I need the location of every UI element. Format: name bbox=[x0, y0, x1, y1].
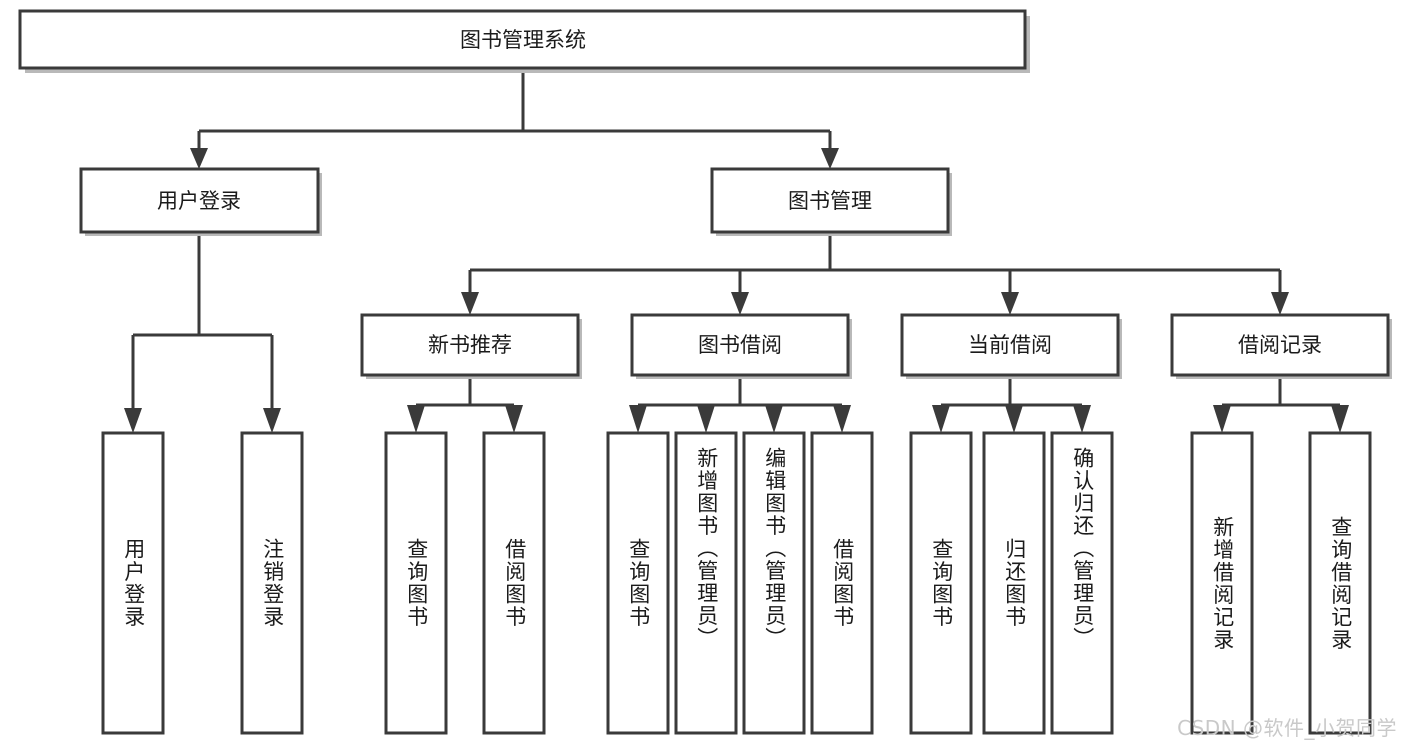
node-current-borrow[interactable]: 当前借阅 bbox=[900, 313, 1122, 379]
node-current-borrow-box[interactable] bbox=[900, 313, 1120, 377]
arrow-head-leaf-query-book-new bbox=[407, 405, 425, 433]
node-leaf-query-book-current-box[interactable] bbox=[909, 431, 973, 735]
arrow-head-leaf-user-login bbox=[124, 408, 142, 433]
arrow-head-user-login bbox=[190, 148, 208, 169]
node-book-manage[interactable]: 图书管理 bbox=[710, 167, 952, 236]
leaf-box-layer bbox=[101, 431, 1372, 735]
edge-layer bbox=[124, 68, 1349, 433]
arrow-head-leaf-add-borrow-record bbox=[1213, 405, 1231, 433]
node-new-book-recommend[interactable]: 新书推荐 bbox=[360, 313, 582, 379]
node-root[interactable]: 图书管理系统 bbox=[18, 9, 1030, 73]
node-new-book-recommend-label: 新书推荐 bbox=[428, 333, 512, 357]
node-leaf-user-login-box[interactable] bbox=[101, 431, 165, 735]
node-leaf-query-book-borrow-box[interactable] bbox=[606, 431, 670, 735]
node-new-book-recommend-box[interactable] bbox=[360, 313, 580, 377]
node-leaf-query-book-new-box[interactable] bbox=[384, 431, 448, 735]
node-leaf-query-borrow-record-box[interactable] bbox=[1308, 431, 1372, 735]
node-user-login-box[interactable] bbox=[79, 167, 320, 234]
node-user-login-label: 用户登录 bbox=[157, 189, 241, 213]
node-current-borrow-label: 当前借阅 bbox=[968, 333, 1052, 357]
node-root-box[interactable] bbox=[18, 9, 1027, 70]
node-user-login[interactable]: 用户登录 bbox=[79, 167, 322, 236]
node-borrow-record[interactable]: 借阅记录 bbox=[1170, 313, 1392, 379]
arrow-head-borrow-record bbox=[1271, 292, 1289, 315]
arrow-head-leaf-edit-book-admin bbox=[765, 405, 783, 433]
arrow-head-leaf-return-book bbox=[1005, 405, 1023, 433]
node-leaf-borrow-book-new-box[interactable] bbox=[482, 431, 546, 735]
arrow-head-leaf-add-book-admin bbox=[697, 405, 715, 433]
node-borrow-record-label: 借阅记录 bbox=[1238, 333, 1322, 357]
node-leaf-borrow-book-box[interactable] bbox=[810, 431, 874, 735]
node-borrow-record-box[interactable] bbox=[1170, 313, 1390, 377]
node-book-manage-label: 图书管理 bbox=[788, 189, 872, 213]
node-book-manage-box[interactable] bbox=[710, 167, 950, 234]
node-book-borrow-label: 图书借阅 bbox=[698, 333, 782, 357]
arrow-head-leaf-borrow-book-new bbox=[505, 405, 523, 433]
arrow-head-new-book-recommend bbox=[461, 292, 479, 315]
node-root-label: 图书管理系统 bbox=[460, 28, 586, 52]
node-leaf-add-book-admin-box[interactable] bbox=[674, 431, 738, 735]
arrow-head-leaf-query-book-borrow bbox=[629, 405, 647, 433]
arrow-head-book-borrow bbox=[731, 292, 749, 315]
node-book-borrow[interactable]: 图书借阅 bbox=[630, 313, 852, 379]
arrow-head-book-manage bbox=[821, 148, 839, 169]
node-leaf-return-book-box[interactable] bbox=[982, 431, 1046, 735]
node-leaf-edit-book-admin-box[interactable] bbox=[742, 431, 806, 735]
csdn-watermark: CSDN @软件_小贺同学 bbox=[1177, 716, 1397, 740]
node-leaf-logout-box[interactable] bbox=[240, 431, 304, 735]
arrow-head-leaf-query-book-current bbox=[932, 405, 950, 433]
arrow-head-leaf-confirm-return-admin bbox=[1073, 405, 1091, 433]
node-leaf-confirm-return-admin-box[interactable] bbox=[1050, 431, 1114, 735]
node-layer: 图书管理系统 用户登录 图书管理 新书推荐 bbox=[18, 9, 1392, 735]
arrow-head-leaf-borrow-book bbox=[833, 405, 851, 433]
arrow-head-leaf-query-borrow-record bbox=[1331, 405, 1349, 433]
node-leaf-add-borrow-record-box[interactable] bbox=[1190, 431, 1254, 735]
arrow-head-leaf-logout bbox=[263, 408, 281, 433]
node-book-borrow-box[interactable] bbox=[630, 313, 850, 377]
arrow-head-current-borrow bbox=[1001, 292, 1019, 315]
